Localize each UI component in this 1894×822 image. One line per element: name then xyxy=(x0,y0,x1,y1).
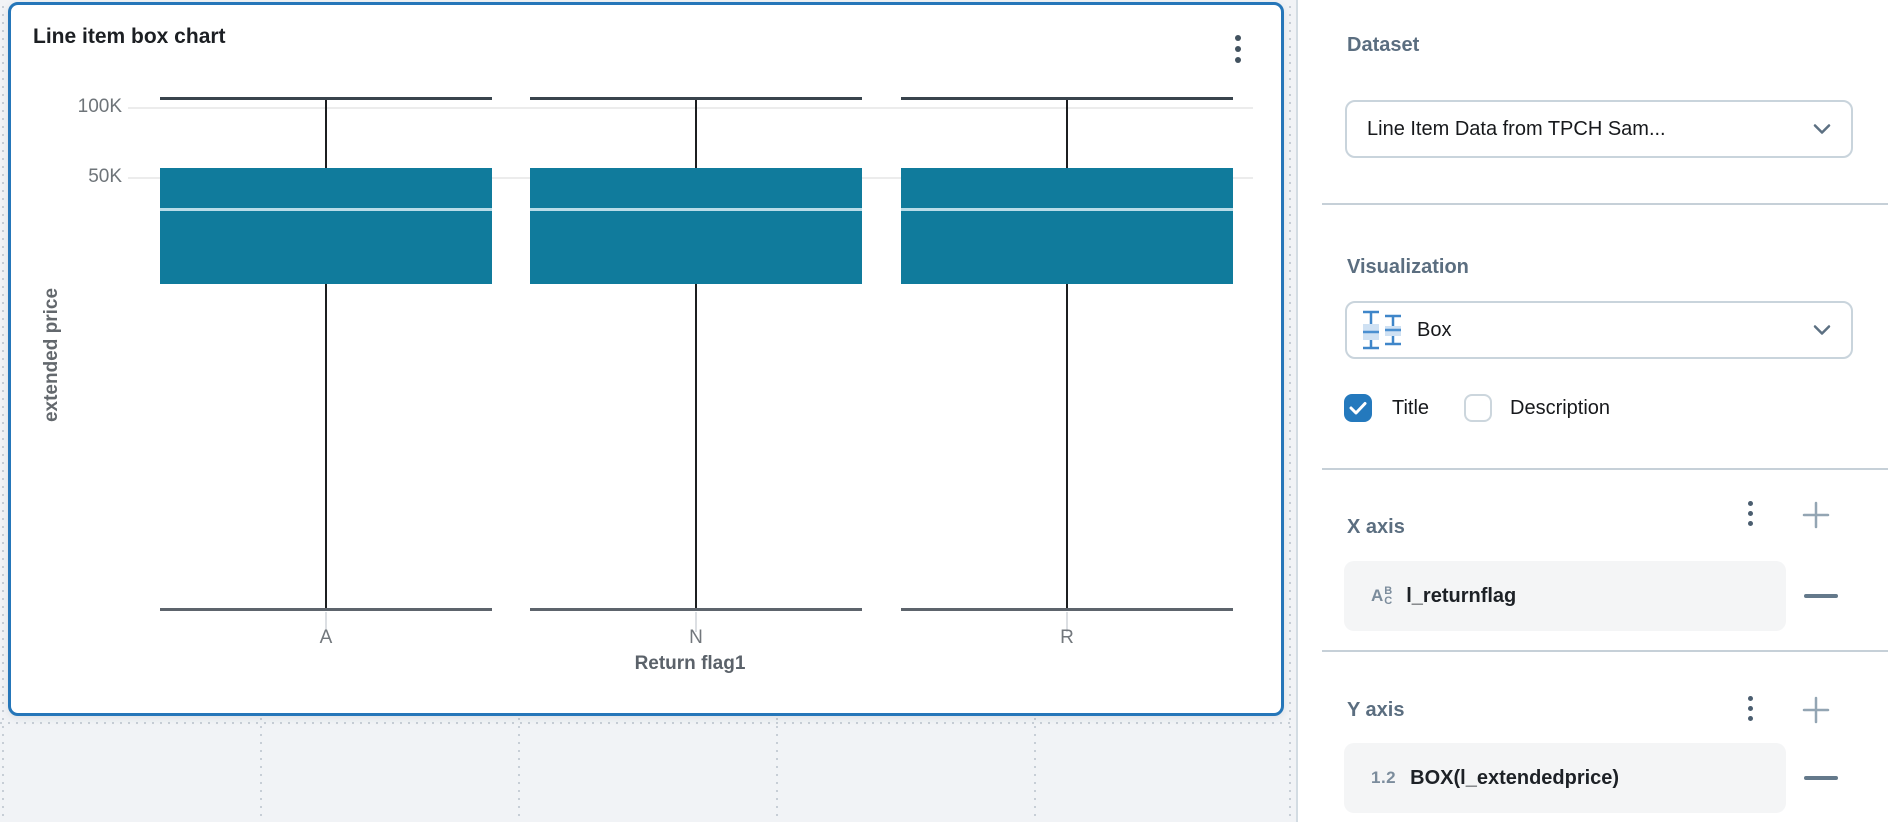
box-glyph[interactable] xyxy=(901,168,1233,284)
y-tick-label: 50K xyxy=(88,166,122,187)
canvas-grid-dotted-line xyxy=(2,6,4,818)
y-axis-title: extended price xyxy=(41,287,63,423)
visualization-select-value: Box xyxy=(1417,318,1452,341)
kebab-menu-icon[interactable] xyxy=(1748,696,1753,721)
y-axis-heading: Y axis xyxy=(1347,699,1405,721)
whisker-lower xyxy=(325,284,327,610)
description-checkbox-label: Description xyxy=(1510,397,1611,419)
chevron-down-icon xyxy=(1813,124,1831,135)
box-plot-icon xyxy=(1359,308,1405,352)
dataset-heading: Dataset xyxy=(1347,34,1420,56)
x-axis-heading: X axis xyxy=(1347,516,1405,538)
box-glyph[interactable] xyxy=(530,168,862,284)
y-gridline xyxy=(128,107,1253,109)
whisker-lower xyxy=(695,284,697,610)
x-tick xyxy=(1066,612,1068,632)
whisker-cap-min xyxy=(530,607,862,611)
y-axis-field-pill[interactable]: 1.2 BOX(l_extendedprice) xyxy=(1344,743,1786,813)
minus-icon[interactable] xyxy=(1804,776,1838,780)
whisker-upper xyxy=(325,98,327,169)
y-axis-field-name: BOX(l_extendedprice) xyxy=(1410,766,1620,789)
y-tick-label: 100K xyxy=(77,96,122,117)
visualization-select[interactable]: Box xyxy=(1345,301,1853,359)
x-axis-field-name: l_returnflag xyxy=(1406,584,1517,607)
median-line xyxy=(530,208,862,212)
x-tick-label: N xyxy=(689,627,703,648)
chevron-down-icon xyxy=(1813,325,1831,336)
section-divider xyxy=(1322,650,1888,652)
dataset-select-value: Line Item Data from TPCH Sam... xyxy=(1367,117,1666,140)
x-tick xyxy=(695,612,697,632)
x-tick xyxy=(325,612,327,632)
visualization-heading: Visualization xyxy=(1347,256,1469,278)
box-glyph[interactable] xyxy=(160,168,492,284)
section-divider xyxy=(1322,468,1888,470)
section-divider xyxy=(1322,203,1888,205)
canvas-grid-dotted-line xyxy=(1289,6,1291,818)
kebab-menu-icon[interactable] xyxy=(1748,501,1753,526)
median-line xyxy=(901,208,1233,212)
number-type-icon: 1.2 xyxy=(1371,768,1397,787)
kebab-menu-icon[interactable] xyxy=(1235,35,1241,63)
whisker-cap-max xyxy=(160,96,492,100)
plus-icon[interactable] xyxy=(1801,500,1831,530)
whisker-upper xyxy=(695,98,697,169)
box-plot-area: 100K 50K A N R xyxy=(11,5,1281,713)
x-axis-title: Return flag1 xyxy=(634,653,746,674)
chart-card[interactable]: Line item box chart 100K 50K A N R extended … xyxy=(8,2,1284,716)
plus-icon[interactable] xyxy=(1801,695,1831,725)
whisker-upper xyxy=(1066,98,1068,169)
title-checkbox-label: Title xyxy=(1392,397,1430,419)
whisker-cap-min xyxy=(901,607,1233,611)
description-checkbox[interactable] xyxy=(1464,394,1492,422)
median-line xyxy=(160,208,492,212)
whisker-lower xyxy=(1066,284,1068,610)
canvas-grid-dotted-line xyxy=(0,722,1294,724)
y-axis-title-container: extended price xyxy=(29,155,75,555)
x-tick-label: R xyxy=(1060,627,1074,648)
x-tick-label: A xyxy=(319,627,333,648)
dataset-select[interactable]: Line Item Data from TPCH Sam... xyxy=(1345,100,1853,158)
title-checkbox[interactable] xyxy=(1344,394,1372,422)
whisker-cap-max xyxy=(530,96,862,100)
minus-icon[interactable] xyxy=(1804,594,1838,598)
whisker-cap-max xyxy=(901,96,1233,100)
settings-panel: Dataset Line Item Data from TPCH Sam... … xyxy=(1296,0,1894,822)
check-icon xyxy=(1349,401,1367,415)
chart-title: Line item box chart xyxy=(33,25,226,48)
whisker-cap-min xyxy=(160,607,492,611)
